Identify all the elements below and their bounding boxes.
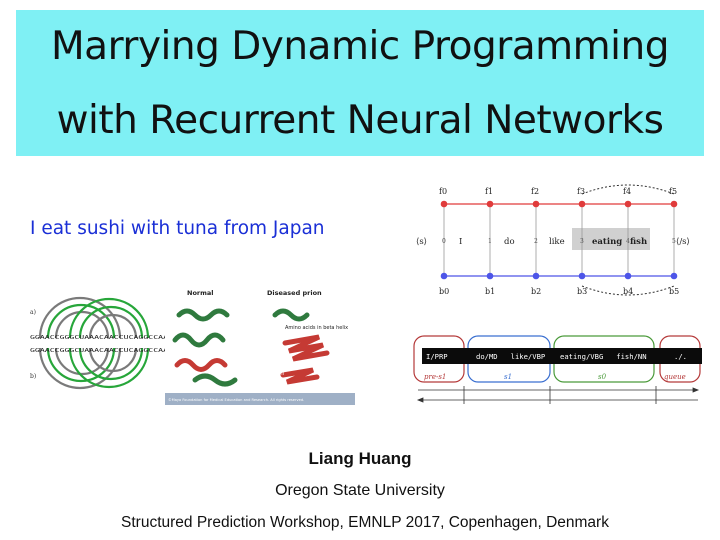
stack-queue-diagram: I/PRP do/MD like/VBP eating/VBG fish/NN …: [412, 330, 704, 410]
author-name: Liang Huang: [308, 449, 412, 468]
prion-alpha-label: Amino acids in alpha helix: [219, 323, 285, 329]
backward-node-5: [670, 272, 678, 280]
rna-sequence-bottom: GGAACCGGGCUAAACAACCUCAGGCCAA: [30, 348, 169, 354]
backward-label-5: b5: [669, 287, 679, 296]
token-0: ⟨s⟩: [416, 237, 427, 247]
title-banner: Marrying Dynamic Programming with Recurr…: [16, 10, 704, 156]
backward-label-4: b4: [623, 287, 633, 296]
label-pre-s1: pre-s1: [424, 373, 446, 381]
prion-normal-label: Normal: [187, 289, 214, 297]
index-5: 5: [672, 238, 676, 245]
backward-node-1: [486, 272, 494, 280]
forward-label-2: f2: [531, 187, 539, 196]
rna-row-b-label: b): [30, 373, 36, 380]
stack-item-3: eating/VBG fish/NN: [560, 352, 647, 361]
forward-label-0: f0: [439, 187, 447, 196]
prion-protein-figure: Normal Diseased prion Amino acids in alp…: [165, 285, 355, 405]
backward-label-1: b1: [485, 287, 495, 296]
rna-row-a-label: a): [30, 309, 36, 316]
label-queue: queue: [664, 373, 686, 381]
forward-label-1: f1: [485, 187, 493, 196]
index-1: 1: [488, 238, 492, 245]
backward-node-0: [440, 272, 448, 280]
backward-node-3: [578, 272, 586, 280]
title-line-2: with Recurrent Neural Networks: [56, 98, 664, 143]
prion-credit: ©Mayo Foundation for Medical Education a…: [168, 398, 304, 402]
forward-label-5: f5: [669, 187, 677, 196]
token-2: do: [504, 237, 515, 247]
backward-label-3: b3: [577, 287, 587, 296]
forward-node-2: [532, 200, 540, 208]
example-sentence: I eat sushi with tuna from Japan: [30, 218, 325, 239]
prion-sheet-label: Amino acids in sheet form: [219, 371, 284, 377]
title-line-1: Marrying Dynamic Programming: [51, 24, 669, 69]
forward-node-3: [578, 200, 586, 208]
stack-item-2: do/MD like/VBP: [476, 352, 545, 361]
token-6: ⟨/s⟩: [676, 237, 690, 247]
backward-arc: [581, 285, 675, 296]
backward-label-0: b0: [439, 287, 449, 296]
backward-label-2: b2: [531, 287, 541, 296]
forward-label-4: f4: [623, 187, 631, 196]
venue: Structured Prediction Workshop, EMNLP 20…: [121, 514, 609, 531]
forward-arc: [581, 184, 675, 195]
token-5: fish: [630, 237, 647, 247]
stack-item-1: I/PRP: [426, 352, 448, 361]
stack-item-4: ./.: [674, 352, 687, 361]
forward-node-0: [440, 200, 448, 208]
prion-diseased-label: Diseased prion: [267, 289, 322, 297]
forward-node-1: [486, 200, 494, 208]
token-1: I: [459, 237, 462, 247]
forward-label-3: f3: [577, 187, 585, 196]
rna-structure-figure: a) b) GGAACCGGGCUAAACAACCUCAGGCCAA GGAAC…: [30, 292, 170, 400]
prion-beta-label: Amino acids in beta helix: [285, 325, 348, 331]
token-4: eating: [592, 237, 622, 247]
token-3: like: [549, 237, 565, 247]
index-2: 2: [534, 238, 538, 245]
label-s0: s0: [598, 373, 607, 381]
index-4: 4: [626, 238, 630, 245]
index-3: 3: [580, 238, 584, 245]
highlight-span: [572, 228, 650, 250]
affiliation: Oregon State University: [275, 482, 445, 499]
rna-sequence-top: GGAACCGGGCUAAACAACCUCAGGCCAA: [30, 335, 169, 341]
label-s1: s1: [504, 373, 512, 381]
backward-node-4: [624, 272, 632, 280]
index-0: 0: [442, 238, 446, 245]
backward-node-2: [532, 272, 540, 280]
forward-node-5: [670, 200, 678, 208]
forward-node-4: [624, 200, 632, 208]
